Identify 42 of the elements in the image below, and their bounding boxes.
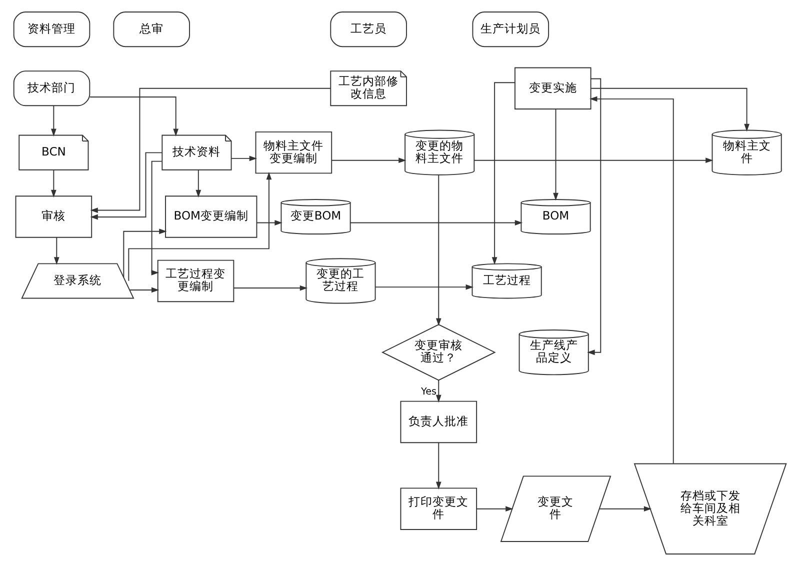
arrow: [476, 506, 514, 512]
node-box: 技术部门: [13, 70, 90, 106]
arrow: [90, 152, 162, 220]
arrow: [553, 108, 558, 201]
arrow: [230, 156, 258, 162]
arrow: [436, 174, 442, 326]
node-box: 负责人批准: [400, 400, 478, 444]
node-box: 生产计划员: [472, 12, 550, 48]
node-box: 工艺过程变更编制: [157, 260, 234, 302]
arrow: [492, 82, 516, 265]
arrow: [90, 96, 179, 136]
arrow: [196, 170, 202, 198]
arrow: [590, 96, 674, 464]
arrow: [128, 172, 272, 282]
node-box: 资料管理: [13, 12, 90, 48]
arrow: [350, 220, 523, 226]
arrow: [590, 88, 750, 132]
node-box: 变更实施: [514, 67, 592, 110]
node-box: 物料主文件变更编制: [255, 131, 332, 174]
arrow: [256, 220, 282, 226]
node-diamond: 变更审核通过？: [381, 324, 496, 381]
arrow: [233, 285, 308, 291]
arrow: [331, 158, 406, 164]
arrow: [123, 228, 167, 278]
node-box: 打印变更文件: [400, 488, 478, 530]
arrow: [375, 284, 474, 290]
node-box: 审核: [15, 196, 92, 238]
arrow: [54, 236, 60, 265]
arrow: [129, 287, 160, 293]
arrow: [599, 506, 652, 512]
arrow: [151, 160, 162, 276]
arrow: [587, 78, 602, 356]
arrow: [436, 442, 442, 490]
arrow: [50, 105, 56, 136]
arrow: [90, 88, 331, 213]
arrow: [50, 170, 56, 198]
arrow: [436, 380, 442, 403]
node-box: 工艺员: [330, 12, 407, 48]
edge-label: Yes: [421, 386, 437, 398]
node-box: BOM变更编制: [165, 196, 258, 238]
arrow: [474, 158, 714, 164]
node-box: 总审: [113, 12, 190, 48]
